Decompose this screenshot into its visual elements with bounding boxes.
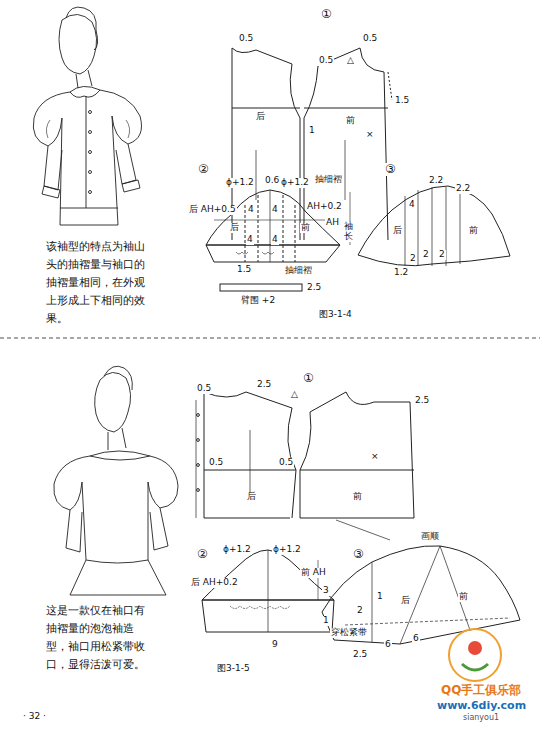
part-name: 后 — [255, 112, 266, 122]
watermark: sianyou1 — [462, 714, 500, 723]
watermark-logo — [449, 629, 501, 681]
dimension: AH+0.2 — [306, 202, 343, 212]
dimension: 2.2 — [455, 184, 471, 194]
dimension: 0.5 — [196, 384, 212, 394]
dimension: 2.5 — [352, 650, 368, 660]
dimension: 3 — [322, 586, 330, 596]
figure-number: 图3-1-5 — [216, 664, 251, 674]
note: 抽细褶 — [314, 175, 343, 185]
step-number: ③ — [352, 548, 365, 561]
dimension: 1.2 — [393, 268, 409, 278]
dimension: 0.5 — [208, 458, 224, 468]
step-number: ① — [320, 8, 333, 21]
dimension: 2.2 — [428, 176, 444, 186]
figure-number: 图3-1-4 — [318, 310, 353, 320]
dimension: 2.5 — [306, 283, 322, 293]
step-number: ③ — [384, 163, 397, 176]
page-number: · 32 · — [22, 712, 47, 722]
dimension: 臂围 +2 — [240, 296, 276, 306]
watermark: www.6diy.com — [436, 700, 527, 712]
dimension: 6 — [384, 640, 392, 650]
dimension: 2 — [409, 254, 417, 264]
part-name: 前 — [300, 223, 311, 233]
watermark: QQ手工俱乐部 — [440, 684, 522, 697]
dimension: 0.5 — [318, 56, 334, 66]
part-name: 前 — [345, 116, 356, 126]
step-number: ① — [302, 372, 315, 385]
dimension: 4 — [408, 200, 416, 210]
dimension: 4 — [271, 205, 279, 215]
dimension: 1.5 — [236, 265, 252, 275]
dimension: 2 — [438, 250, 446, 260]
part-name: 后 — [400, 596, 411, 606]
dimension: 6 — [412, 634, 420, 644]
symbol: △ — [290, 390, 299, 400]
dimension: 1 — [322, 616, 330, 626]
symbol: × — [365, 130, 375, 140]
dimension: 1 — [308, 126, 316, 136]
sleeve-pattern — [202, 550, 334, 632]
part-name: 后 — [392, 226, 403, 236]
step-number: ② — [197, 163, 210, 176]
dimension: 0.5 — [362, 34, 378, 44]
description: 该袖型的特点为袖山头的抽褶量与袖口的抽褶量相同，在外观上形成上下相同的效果。 — [45, 238, 155, 328]
part-name: 后 — [246, 492, 257, 502]
part-name: 前 — [352, 492, 363, 502]
sleeve-pattern — [322, 546, 520, 644]
bodice-pattern — [196, 392, 414, 540]
bodice-pattern — [232, 48, 392, 240]
dimension: 4 — [247, 205, 255, 215]
symbol: × — [370, 452, 380, 462]
dimension: 0.5 — [238, 34, 254, 44]
dimension: 2 — [356, 606, 364, 616]
dimension: 0.5 — [278, 458, 294, 468]
dimension: 前 AH — [300, 568, 327, 578]
dimension: 1.5 — [394, 96, 410, 106]
part-name: 后 — [229, 223, 240, 233]
dimension: ϕ+1.2 — [272, 545, 302, 555]
figure-sketch — [33, 7, 141, 225]
dimension: 1 — [376, 592, 384, 602]
dimension: 2.5 — [414, 396, 430, 406]
part-name: 前 — [468, 226, 479, 236]
dimension: ϕ+1.2 — [222, 545, 252, 555]
step-number: ② — [196, 548, 209, 561]
dimension: 0.6 — [264, 176, 280, 186]
figure-sketch — [54, 366, 178, 595]
note: 画顺 — [420, 532, 440, 542]
symbol: △ — [346, 56, 355, 66]
dimension: AH — [325, 218, 340, 228]
separator — [0, 338, 540, 339]
dimension: 后 AH+0.2 — [190, 578, 239, 588]
note: 抽细褶 — [284, 266, 313, 276]
dimension: 后 AH+0.5 — [188, 205, 237, 215]
description: 这是一款仅在袖口有抽褶量的泡泡袖造型，袖口用松紧带收口，显得活泼可爱。 — [45, 602, 155, 674]
dimension: 9 — [271, 640, 279, 650]
sleeve-pattern — [358, 186, 510, 266]
dimension: 袖长 — [343, 222, 354, 242]
dimension: ϕ+1.2 — [280, 178, 310, 188]
part-name: 前 — [458, 592, 469, 602]
dimension: 2 — [422, 250, 430, 260]
note: 穿松紧带 — [330, 628, 368, 638]
dimension: 4 — [271, 235, 279, 245]
dimension: 4 — [246, 235, 254, 245]
dimension: 2.5 — [256, 380, 272, 390]
dimension: ϕ+1.2 — [225, 178, 255, 188]
